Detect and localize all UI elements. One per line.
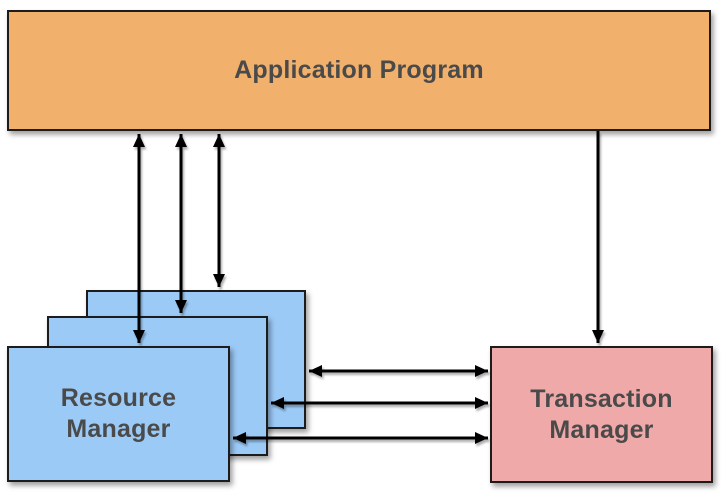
transaction-manager-label: Transaction Manager <box>530 384 673 446</box>
node-transaction-manager: Transaction Manager <box>490 346 713 483</box>
transaction-manager-label-line1: Transaction <box>530 384 673 413</box>
node-resource-manager: Resource Manager <box>7 346 230 482</box>
node-application-program: Application Program <box>7 10 711 131</box>
resource-manager-label: Resource Manager <box>61 383 177 445</box>
resource-manager-label-line2: Manager <box>66 415 171 443</box>
transaction-manager-label-line2: Manager <box>549 415 654 444</box>
resource-manager-label-line1: Resource <box>60 384 177 412</box>
application-program-label: Application Program <box>234 56 484 84</box>
